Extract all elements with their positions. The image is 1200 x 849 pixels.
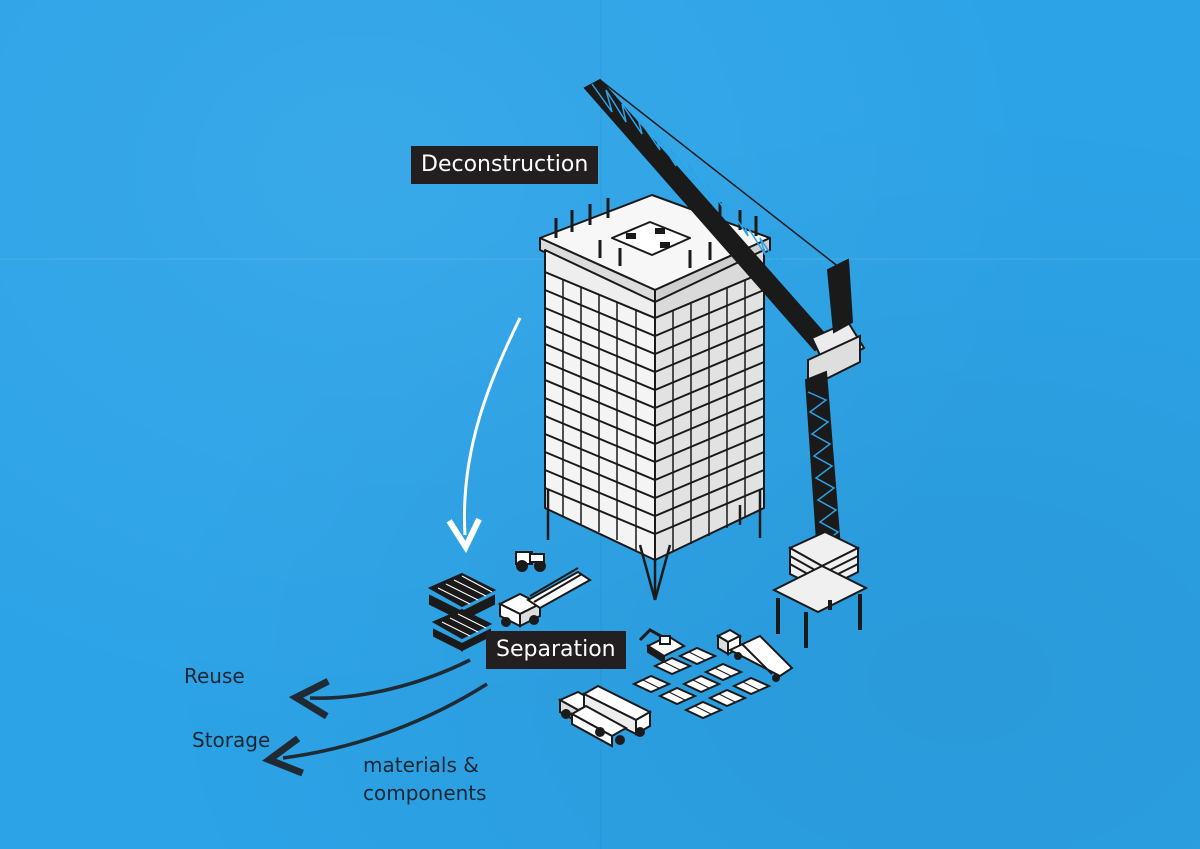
rebar-stack-2 — [431, 608, 493, 652]
building-columns-left — [562, 280, 637, 550]
small-loader — [515, 551, 546, 572]
box-trucks — [557, 684, 653, 748]
storage-label: Storage — [192, 728, 271, 752]
building-props — [546, 490, 762, 601]
crane-base — [771, 530, 869, 648]
crane-mast — [804, 258, 854, 558]
deconstruction-label: Deconstruction — [411, 146, 599, 184]
materials-label-line1: materials & — [363, 753, 479, 777]
building-columns-right — [672, 280, 746, 552]
material-stacks — [427, 551, 794, 748]
roof-rebars — [554, 196, 758, 268]
materials-label-line2: components — [363, 781, 487, 805]
storage-arrow — [283, 682, 488, 758]
deconstruction-arrow — [464, 317, 522, 535]
excavator — [638, 628, 687, 664]
flatbed-truck-beams — [497, 567, 592, 628]
separation-label: Separation — [486, 631, 626, 669]
tower-crane — [583, 78, 869, 648]
precast-panels — [631, 646, 772, 720]
reuse-arrow — [310, 658, 471, 698]
reuse-label: Reuse — [184, 664, 245, 688]
long-trailer — [715, 628, 794, 682]
